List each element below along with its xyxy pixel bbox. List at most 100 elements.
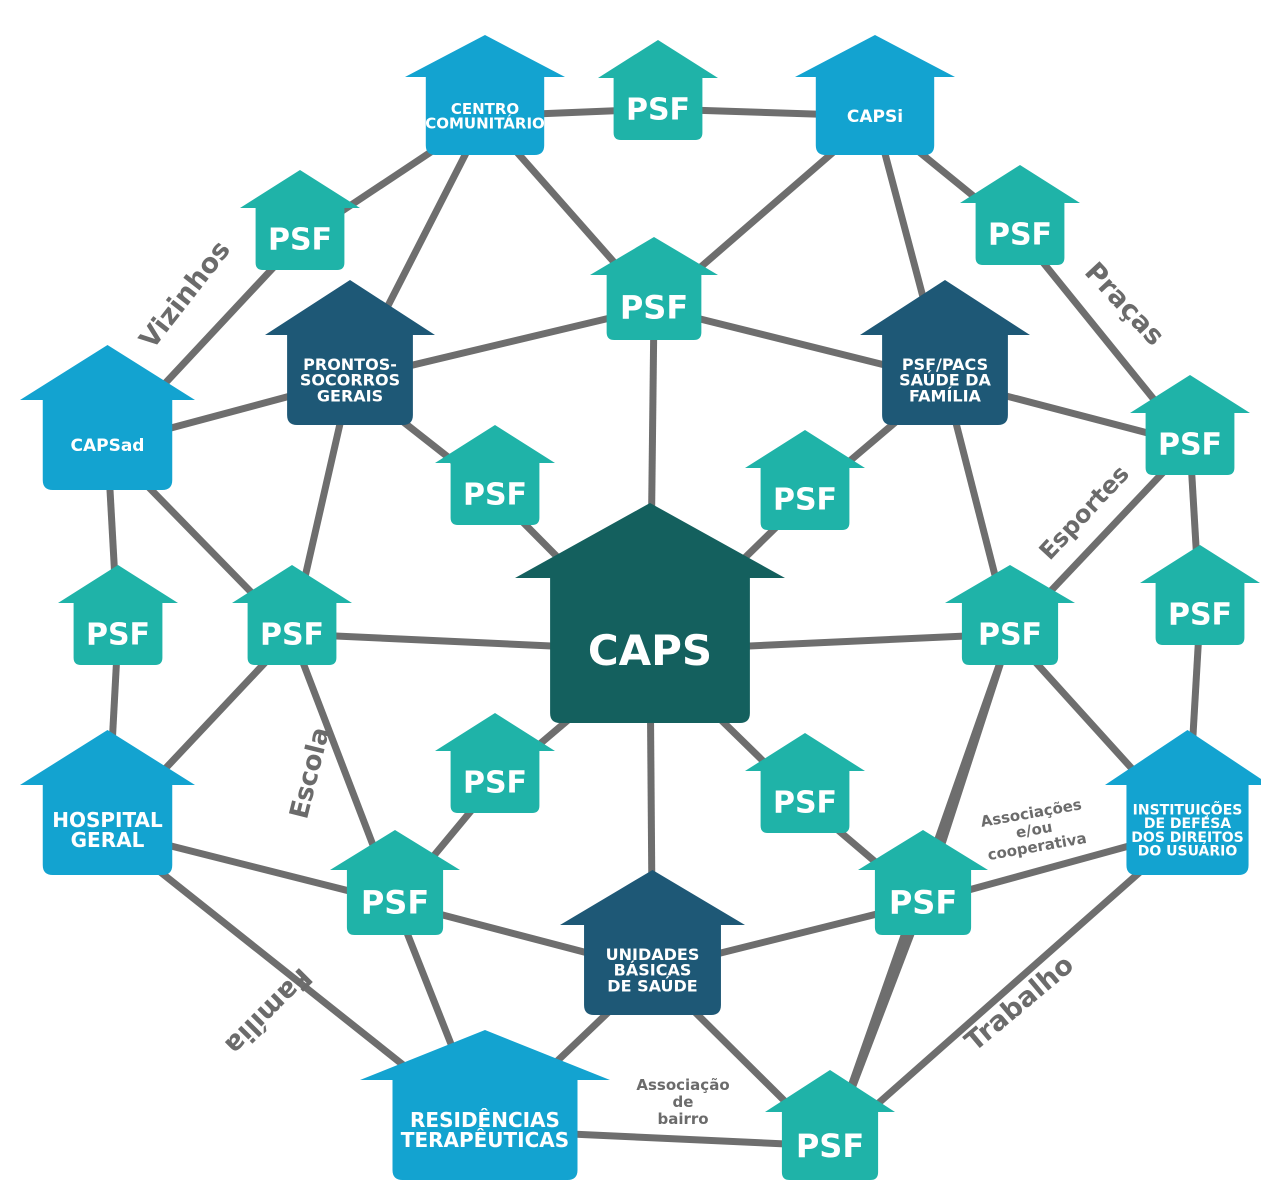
node-label-ubs-2: DE SAÚDE [607, 976, 697, 995]
house-shape [240, 170, 360, 270]
house-shape [765, 1070, 895, 1180]
edge-label-trabalho: Trabalho [959, 949, 1080, 1057]
node-label-instituicoes-1: DE DEFESA [1144, 816, 1231, 832]
node-label-instituicoes-0: INSTITUIÇÕES [1133, 800, 1243, 818]
node-psf_br: PSF [858, 830, 988, 935]
node-label-pacs-1: SAÚDE DA [899, 371, 991, 390]
house-shape [435, 425, 555, 525]
node-psf_center: PSF [590, 237, 718, 340]
node-psf_ur: PSF [960, 165, 1080, 265]
edge-label-associacao-bairro-line: bairro [657, 1110, 708, 1128]
house-shape [745, 430, 865, 530]
house-shape [598, 40, 718, 140]
house-shape [435, 713, 555, 813]
house-shape [945, 565, 1075, 665]
house-shape [58, 565, 178, 665]
node-label-psf_r2-0: PSF [1168, 598, 1232, 633]
node-psf_top: PSF [598, 40, 718, 140]
node-psf_mr: PSF [945, 565, 1075, 665]
node-psf_ml: PSF [232, 565, 352, 665]
node-label-psf_right-0: PSF [1158, 428, 1222, 463]
house-shape [960, 165, 1080, 265]
house-shape [20, 345, 195, 490]
node-label-psf_left-0: PSF [86, 618, 150, 653]
edge-label-associacao-bairro-line: Associação [636, 1076, 729, 1094]
house-shape [860, 280, 1030, 425]
house-shape [745, 733, 865, 833]
node-label-instituicoes-3: DO USUÁRIO [1138, 842, 1238, 859]
node-label-ubs-0: UNIDADES [606, 945, 700, 964]
node-label-psf_bottom-0: PSF [796, 1127, 864, 1165]
node-label-centro-1: COMUNITÁRIO [425, 114, 545, 133]
node-psf_il_l: PSF [435, 713, 555, 813]
house-shape [20, 730, 195, 875]
node-psf_il_r: PSF [745, 733, 865, 833]
node-label-psf_il_r-0: PSF [773, 786, 837, 821]
node-psf_r2: PSF [1140, 545, 1260, 645]
house-shape [560, 870, 745, 1015]
house-shape [515, 503, 785, 723]
node-psf_ul: PSF [240, 170, 360, 270]
node-label-psf_il_l-0: PSF [463, 766, 527, 801]
house-shape [360, 1030, 610, 1180]
edge-label-escola: Escola [284, 724, 336, 821]
house-shape [405, 35, 565, 155]
node-label-prontos-2: GERAIS [317, 386, 383, 405]
node-label-psf_top-0: PSF [626, 93, 690, 128]
node-psf_ic_r: PSF [745, 430, 865, 530]
node-capsi: CAPSi [795, 35, 955, 155]
node-label-ubs-1: BÁSICAS [614, 961, 692, 980]
edge-label-vizinhos: Vizinhos [134, 235, 237, 355]
edge-label-familia: Família [218, 961, 317, 1060]
node-psf_bottom: PSF [765, 1070, 895, 1180]
node-label-psf_ml-0: PSF [260, 618, 324, 653]
house-shape [590, 237, 718, 340]
house-shape [330, 830, 460, 935]
node-label-prontos-1: SOCORROS [300, 371, 400, 390]
node-label-pacs-0: PSF/PACS [902, 355, 988, 374]
edge-label-esportes: Esportes [1034, 460, 1135, 566]
node-label-residencias-0: RESIDÊNCIAS [410, 1108, 560, 1132]
node-label-psf_center-0: PSF [620, 289, 688, 327]
edge-label-pracas: Praças [1078, 256, 1170, 351]
house-shape [265, 280, 435, 425]
node-label-psf_ic_l-0: PSF [463, 478, 527, 513]
house-shape [1105, 730, 1261, 875]
node-label-hospital-1: GERAL [71, 828, 145, 852]
node-label-centro-0: CENTRO [451, 100, 519, 118]
node-label-capsi-0: CAPSi [847, 107, 903, 127]
node-label-psf_br-0: PSF [889, 884, 957, 922]
node-label-psf_ur-0: PSF [988, 218, 1052, 253]
node-label-psf_mr-0: PSF [978, 618, 1042, 653]
edge-instituicoes-psf_bottom [827, 827, 1190, 1149]
node-psf_ic_l: PSF [435, 425, 555, 525]
edge-label-associacao-bairro-line: de [673, 1093, 694, 1111]
node-label-caps-0: CAPS [588, 626, 712, 675]
node-psf_right: PSF [1130, 375, 1250, 475]
house-shape [1130, 375, 1250, 475]
node-label-psf_ul-0: PSF [268, 223, 332, 258]
node-label-residencias-1: TERAPÊUTICAS [401, 1128, 569, 1152]
node-label-pacs-2: FAMÍLIA [909, 386, 982, 405]
node-capsad: CAPSad [20, 345, 195, 490]
node-label-prontos-0: PRONTOS- [303, 355, 397, 374]
node-label-capsad-0: CAPSad [71, 436, 145, 456]
house-shape [232, 565, 352, 665]
node-label-instituicoes-2: DOS DIREITOS [1131, 830, 1243, 846]
node-label-psf_ic_r-0: PSF [773, 483, 837, 518]
node-label-hospital-0: HOSPITAL [52, 808, 163, 832]
node-label-psf_bl-0: PSF [361, 884, 429, 922]
node-psf_left: PSF [58, 565, 178, 665]
